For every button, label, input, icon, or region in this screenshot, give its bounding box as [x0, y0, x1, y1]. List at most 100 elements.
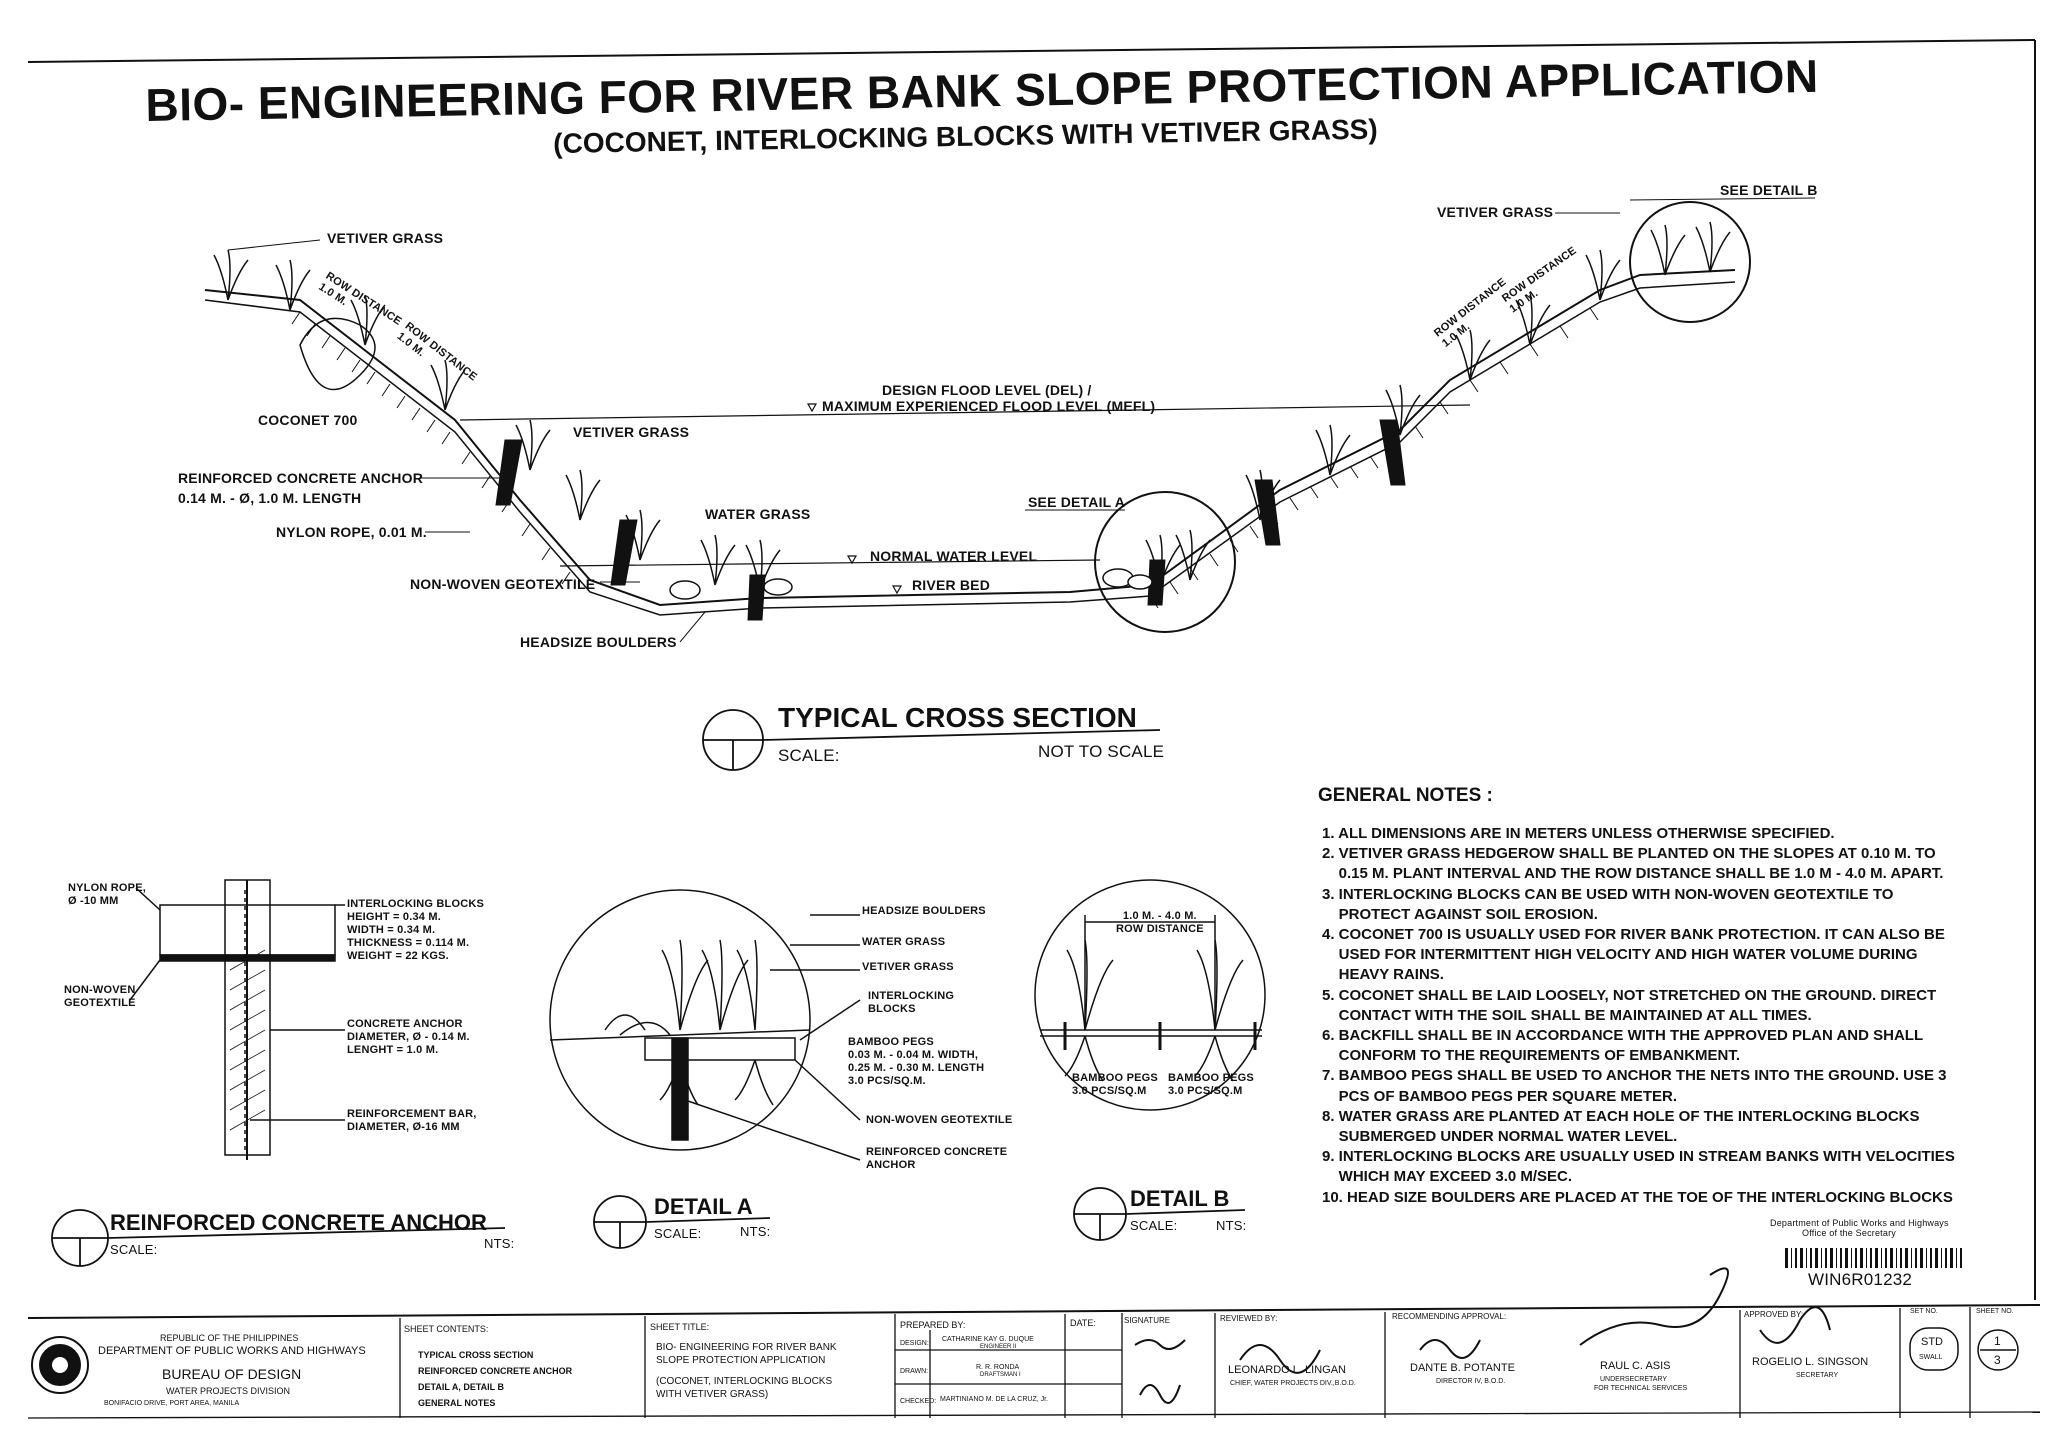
anchor-detail-drawing — [129, 879, 345, 1160]
tb-rec1-role: DIRECTOR IV, B.O.D. — [1436, 1378, 1506, 1385]
stamp-code: WIN6R01232 — [1808, 1270, 1913, 1289]
label-see-detail-b: SEE DETAIL B — [1720, 182, 1818, 198]
detail-a-callout-circle — [1094, 491, 1236, 633]
heading-typical-cross-section: TYPICAL CROSS SECTION — [778, 702, 1137, 733]
tb-contents-2: REINFORCED CONCRETE ANCHOR — [418, 1366, 573, 1376]
detail-a-scale-label: SCALE: — [654, 1226, 702, 1241]
label-water-grass: WATER GRASS — [705, 506, 811, 522]
detail-b-drawing — [1034, 879, 1266, 1111]
general-note-line: PCS OF BAMBOO PEGS PER SQUARE METER. — [1322, 1087, 1678, 1105]
tb-rec2-role1: UNDERSECRETARY — [1600, 1376, 1668, 1383]
dpwh-logo — [31, 1336, 89, 1394]
general-notes-list: 1. ALL DIMENSIONS ARE IN METERS UNLESS O… — [1322, 824, 2012, 1208]
label-vetiver-grass-right: VETIVER GRASS — [1437, 204, 1554, 220]
cross-section-scale-value: NOT TO SCALE — [1038, 742, 1165, 761]
label-non-woven-geotextile: NON-WOVEN GEOTEXTILE — [410, 576, 596, 592]
tb-design-role: ENGINEER II — [980, 1344, 1017, 1350]
detail-a-label-vetiver: VETIVER GRASS — [862, 961, 954, 973]
tb-reviewed-heading: REVIEWED BY: — [1220, 1314, 1278, 1323]
tb-bureau: BUREAU OF DESIGN — [162, 1366, 302, 1382]
tb-design-heading: DESIGN: — [900, 1340, 929, 1347]
label-vetiver-grass-mid: VETIVER GRASS — [573, 424, 690, 440]
general-note-line: 0.15 M. PLANT INTERVAL AND THE ROW DISTA… — [1322, 865, 1944, 883]
tb-drawn-heading: DRAWN: — [900, 1368, 929, 1375]
detail-b-scale-label: SCALE: — [1130, 1218, 1178, 1233]
tb-set-no-heading: SET NO. — [1910, 1308, 1938, 1315]
general-note-line: 3. INTERLOCKING BLOCKS CAN BE USED WITH … — [1322, 885, 1894, 903]
tb-sheet-no-heading: SHEET NO. — [1976, 1308, 2014, 1315]
general-note-line: HEAVY RAINS. — [1322, 966, 1444, 984]
general-note-line: USED FOR INTERMITTENT HIGH VELOCITY AND … — [1322, 946, 1918, 964]
anchor-scale-label: SCALE: — [110, 1242, 158, 1257]
general-note-line: 6. BACKFILL SHALL BE IN ACCORDANCE WITH … — [1322, 1027, 1924, 1045]
heading-reinforced-concrete-anchor: REINFORCED CONCRETE ANCHOR — [110, 1210, 487, 1235]
general-note-line: 1. ALL DIMENSIONS ARE IN METERS UNLESS O… — [1322, 825, 1835, 842]
heading-detail-a: DETAIL A — [654, 1194, 753, 1219]
tb-contents-heading: SHEET CONTENTS: — [404, 1324, 489, 1334]
tb-contents-4: GENERAL NOTES — [418, 1398, 496, 1408]
tb-set-code: STD — [1921, 1336, 1943, 1348]
tb-checked-heading: CHECKED: — [900, 1398, 937, 1405]
general-note-line: PROTECT AGAINST SOIL EROSION. — [1322, 905, 1598, 923]
general-note-line: 7. BAMBOO PEGS SHALL BE USED TO ANCHOR T… — [1322, 1067, 1947, 1085]
tb-contents-3: DETAIL A, DETAIL B — [418, 1382, 505, 1392]
headsize-boulders — [669, 568, 1153, 600]
general-note-line: 5. COCONET SHALL BE LAID LOOSELY, NOT ST… — [1322, 986, 1937, 1004]
detail-a-drawing — [549, 889, 861, 1161]
label-anchor-line1: REINFORCED CONCRETE ANCHOR — [178, 470, 424, 486]
title-block-grid — [27, 1304, 2041, 1419]
tb-sheet-title-4: WITH VETIVER GRASS) — [656, 1389, 769, 1400]
sheet-number-ovals — [1909, 1327, 2019, 1371]
tb-sheet-title-1: BIO- ENGINEERING FOR RIVER BANK — [656, 1342, 837, 1353]
label-anchor-line2: 0.14 M. - Ø, 1.0 M. LENGTH — [178, 490, 362, 506]
general-note-line: 10. HEAD SIZE BOULDERS ARE PLACED AT THE… — [1322, 1188, 1953, 1206]
tb-rec2-role2: FOR TECHNICAL SERVICES — [1594, 1385, 1688, 1392]
label-see-detail-a: SEE DETAIL A — [1028, 494, 1126, 510]
label-vetiver-grass-left: VETIVER GRASS — [327, 230, 444, 246]
detail-a-scale-value: NTS: — [740, 1224, 771, 1239]
stamp-line2: Office of the Secretary — [1802, 1228, 1896, 1238]
tb-drawn-role: DRAFTSMAN I — [980, 1372, 1021, 1378]
general-note-line: 8. WATER GRASS ARE PLANTED AT EACH HOLE … — [1322, 1107, 1920, 1125]
tb-sheet-total: 3 — [1994, 1353, 2001, 1367]
tb-rec2-name: RAUL C. ASIS — [1600, 1360, 1671, 1372]
detail-a-label-geotextile: NON-WOVEN GEOTEXTILE — [866, 1114, 1013, 1126]
label-river-bed: RIVER BED — [912, 577, 991, 593]
tb-address: BONIFACIO DRIVE, PORT AREA, MANILA — [104, 1400, 240, 1407]
tb-reviewed-role: CHIEF, WATER PROJECTS DIV.,B.O.D. — [1230, 1380, 1356, 1387]
anchor-label-rebar: REINFORCEMENT BAR,DIAMETER, Ø-16 MM — [347, 1108, 477, 1133]
cross-section-anchors — [495, 419, 1406, 621]
tb-sheet-num: 1 — [1994, 1334, 2001, 1348]
signatures — [1134, 1267, 1831, 1404]
tb-department: DEPARTMENT OF PUBLIC WORKS AND HIGHWAYS — [98, 1345, 366, 1357]
cross-section-scale-label: SCALE: — [778, 746, 840, 765]
heading-detail-b: DETAIL B — [1130, 1186, 1230, 1211]
general-note-line: WHICH MAY EXCEED 3.0 M/SEC. — [1322, 1168, 1573, 1186]
detail-b-label-row-distance: 1.0 M. - 4.0 M.ROW DISTANCE — [1116, 910, 1204, 935]
label-headsize-boulders: HEADSIZE BOULDERS — [520, 634, 677, 650]
label-design-flood-level: DESIGN FLOOD LEVEL (DEL) / — [882, 382, 1092, 398]
tb-date-heading: DATE: — [1070, 1318, 1096, 1328]
label-nylon-rope: NYLON ROPE, 0.01 M. — [276, 524, 427, 540]
section-symbols — [51, 709, 1246, 1267]
label-normal-water-level: NORMAL WATER LEVEL — [870, 548, 1038, 564]
leader-lines — [227, 197, 1816, 643]
tb-sheet-title-3: (COCONET, INTERLOCKING BLOCKS — [656, 1376, 833, 1387]
anchor-label-nylon: NYLON ROPE,Ø -10 MM — [68, 882, 146, 907]
general-note-line: SUBMERGED UNDER NORMAL WATER LEVEL. — [1322, 1128, 1678, 1146]
tb-drawn-name: R. R. RONDA — [976, 1364, 1020, 1371]
tb-signature-heading: SIGNATURE — [1124, 1316, 1171, 1325]
general-note-line: 4. COCONET 700 IS USUALLY USED FOR RIVER… — [1322, 926, 1945, 944]
general-note-line: 9. INTERLOCKING BLOCKS ARE USUALLY USED … — [1322, 1148, 1955, 1166]
general-note-line: 2. VETIVER GRASS HEDGEROW SHALL BE PLANT… — [1322, 845, 1936, 863]
tb-sheet-title-heading: SHEET TITLE: — [650, 1322, 710, 1332]
tb-prepared-heading: PREPARED BY: — [900, 1320, 966, 1330]
tb-division: WATER PROJECTS DIVISION — [166, 1386, 291, 1396]
tb-republic: REPUBLIC OF THE PHILIPPINES — [160, 1333, 299, 1343]
